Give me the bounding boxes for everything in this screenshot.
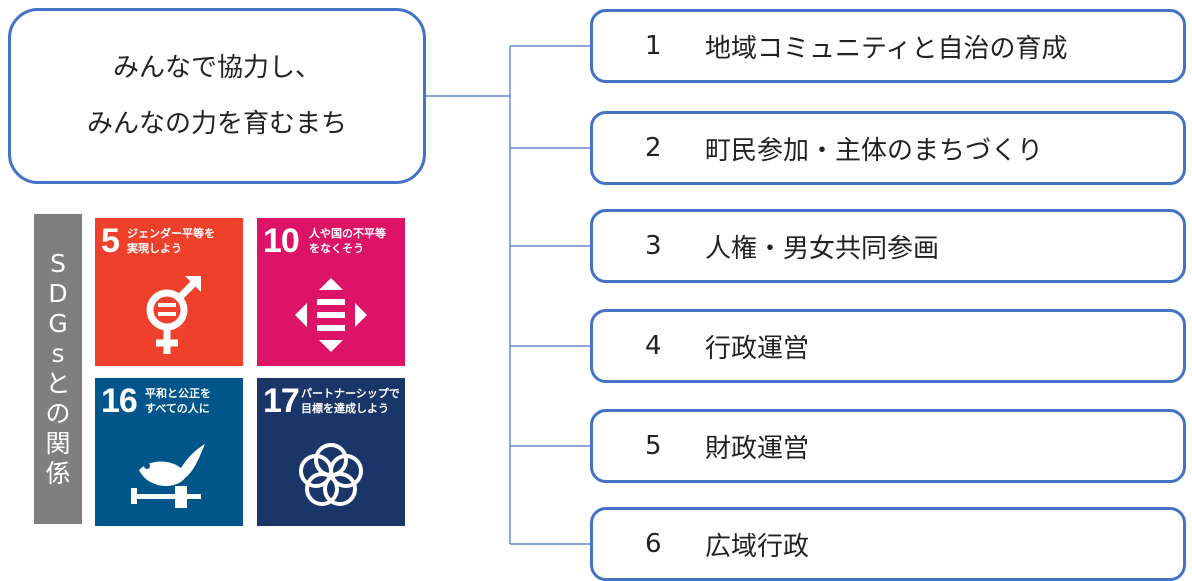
sdg-goal-text: 平和と公正を すべての人に — [145, 387, 211, 415]
policy-label: 行政運営 — [705, 333, 810, 364]
sdgs-label-char: G — [48, 309, 68, 338]
policy-number: 2 — [645, 133, 662, 163]
sdgs-label-char: s — [51, 339, 65, 368]
policy-number: 1 — [645, 31, 662, 61]
partnership-rings-icon — [299, 443, 363, 506]
sdgs-relation-label: S D G s と の 関 係 — [34, 214, 82, 524]
policy-label: 人権・男女共同参画 — [705, 233, 940, 264]
sdg-goal-17-tile: 17 パートナーシップで 目標を達成しよう — [257, 378, 405, 526]
policy-number: 3 — [645, 231, 662, 261]
policy-box-3: 3 人権・男女共同参画 — [590, 209, 1186, 283]
policy-number: 4 — [645, 331, 662, 361]
policy-label: 地域コミュニティと自治の育成 — [705, 33, 1068, 64]
peace-dove-icon — [131, 444, 205, 508]
policy-label: 町民参加・主体のまちづくり — [705, 135, 1044, 166]
policy-label: 広域行政 — [705, 531, 810, 562]
vision-box: みんなで協力し、 みんなの力を育むまち — [8, 8, 426, 184]
sdgs-label-char: の — [45, 399, 71, 428]
vision-line-2: みんなの力を育むまち — [86, 109, 347, 139]
policy-number: 5 — [645, 431, 662, 461]
sdg-goal-number: 17 — [263, 382, 300, 420]
sdg-goal-number: 16 — [101, 382, 138, 420]
sdg-goal-text: 人や国の不平等 をなくそう — [309, 227, 386, 255]
sdg-goal-16-tile: 16 平和と公正を すべての人に — [95, 378, 243, 526]
sdg-goal-text: パートナーシップで 目標を達成しよう — [301, 387, 400, 415]
sdg-goal-10-tile: 10 人や国の不平等 をなくそう — [257, 218, 405, 366]
reduced-inequalities-icon — [295, 278, 367, 352]
policy-box-6: 6 広域行政 — [590, 507, 1186, 581]
sdgs-label-char: と — [45, 369, 71, 398]
sdgs-label-char: 関 — [45, 429, 71, 458]
sdg-goal-5-tile: 5 ジェンダー平等を 実現しよう — [95, 218, 243, 366]
policy-box-2: 2 町民参加・主体のまちづくり — [590, 111, 1186, 185]
policy-box-1: 1 地域コミュニティと自治の育成 — [590, 9, 1186, 83]
sdg-goal-text: ジェンダー平等を 実現しよう — [127, 227, 215, 255]
policy-number: 6 — [645, 529, 662, 559]
sdg-goal-number: 5 — [101, 222, 120, 260]
sdgs-label-char: D — [48, 279, 68, 308]
sdg-goal-number: 10 — [263, 222, 300, 260]
policy-box-4: 4 行政運営 — [590, 309, 1186, 383]
policy-label: 財政運営 — [705, 433, 810, 464]
sdgs-label-char: S — [50, 249, 66, 278]
sdgs-label-char: 係 — [45, 459, 71, 488]
gender-equality-icon — [146, 276, 201, 354]
vision-line-1: みんなで協力し、 — [112, 53, 321, 83]
policy-box-5: 5 財政運営 — [590, 409, 1186, 483]
